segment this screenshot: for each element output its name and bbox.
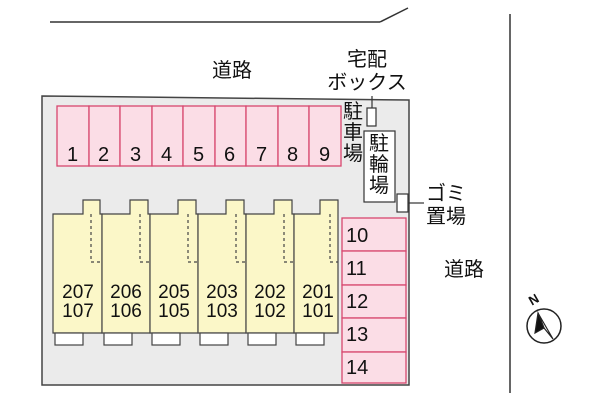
delivery-box-rect: [366, 107, 377, 127]
top-road-label: 道路: [212, 60, 252, 82]
delivery-box-label: 宅配 ボックス: [312, 49, 422, 95]
unit-lower-number: 101: [302, 301, 334, 322]
unit-lower-number: 105: [158, 301, 190, 322]
parking-slot-11-label: 11: [346, 258, 367, 280]
unit-label-202-102: 202 102: [246, 283, 294, 321]
unit-upper-number: 202: [254, 282, 286, 303]
unit-label-207-107: 207 107: [54, 283, 102, 321]
parking-slot-9-label: 9: [319, 144, 331, 166]
garbage-label-line2: 置場: [426, 206, 466, 228]
unit-203-103: [197, 199, 247, 346]
parking-slot-5: [182, 105, 216, 167]
garbage-label: ゴミ 置場: [426, 183, 466, 229]
parking-slot-8: [277, 105, 310, 167]
bicycle-parking-area: [363, 130, 396, 203]
parking-slot-4-label: 4: [161, 144, 173, 166]
compass-icon: [526, 308, 562, 344]
unit-upper-number: 206: [110, 282, 142, 303]
unit-upper-number: 203: [206, 282, 238, 303]
bicycle-parking-label: 駐輪場: [369, 133, 389, 197]
parking-slot-12-label: 12: [346, 291, 369, 313]
unit-201-101: [293, 199, 339, 346]
parking-slot-1-label: 1: [67, 144, 79, 166]
parking-slot-10-label: 10: [346, 225, 369, 247]
delivery-box-label-line2: ボックス: [327, 72, 407, 94]
right-road-label: 道路: [444, 259, 484, 281]
parking-slot-3-label: 3: [130, 144, 142, 166]
unit-label-205-105: 205 105: [150, 283, 198, 321]
unit-upper-number: 207: [62, 282, 94, 303]
parking-slot-7: [245, 105, 279, 167]
unit-upper-number: 205: [158, 282, 190, 303]
top-road-corner: [379, 7, 409, 23]
parking-slot-14: [341, 351, 407, 384]
unit-206-106: [101, 199, 151, 346]
parking-slot-13: [341, 317, 407, 353]
parking-label: 駐車場: [343, 101, 363, 165]
unit-label-206-106: 206 106: [102, 283, 150, 321]
parking-slot-5-label: 5: [193, 144, 205, 166]
parking-slot-6: [214, 105, 247, 167]
parking-slot-7-label: 7: [256, 144, 268, 166]
parking-top-row: [56, 105, 342, 167]
building: [52, 199, 339, 346]
unit-label-203-103: 203 103: [198, 283, 246, 321]
unit-lower-number: 102: [254, 301, 286, 322]
parking-slot-13-label: 13: [346, 324, 369, 346]
unit-lower-number: 107: [62, 301, 94, 322]
unit-202-102: [245, 199, 295, 346]
unit-label-201-101: 201 101: [294, 283, 342, 321]
parking-slot-12: [341, 284, 407, 319]
parking-slot-4: [151, 105, 184, 167]
parking-slot-2-label: 2: [98, 144, 110, 166]
garbage-area-rect: [396, 193, 409, 213]
unit-lower-number: 106: [110, 301, 142, 322]
unit-205-105: [149, 199, 199, 346]
unit-upper-number: 201: [302, 282, 334, 303]
unit-lower-number: 103: [206, 301, 238, 322]
parking-slot-8-label: 8: [287, 144, 299, 166]
parking-slot-1: [56, 105, 90, 167]
parking-slot-6-label: 6: [224, 144, 236, 166]
parking-slot-9: [308, 105, 342, 167]
unit-207-107: [52, 199, 103, 346]
garbage-label-line1: ゴミ: [426, 183, 466, 205]
parking-slot-14-label: 14: [346, 357, 369, 379]
parking-slot-10: [341, 217, 407, 252]
parking-slot-3: [119, 105, 153, 167]
parking-right-column: [341, 217, 407, 384]
delivery-box-label-line1: 宅配: [347, 49, 387, 71]
